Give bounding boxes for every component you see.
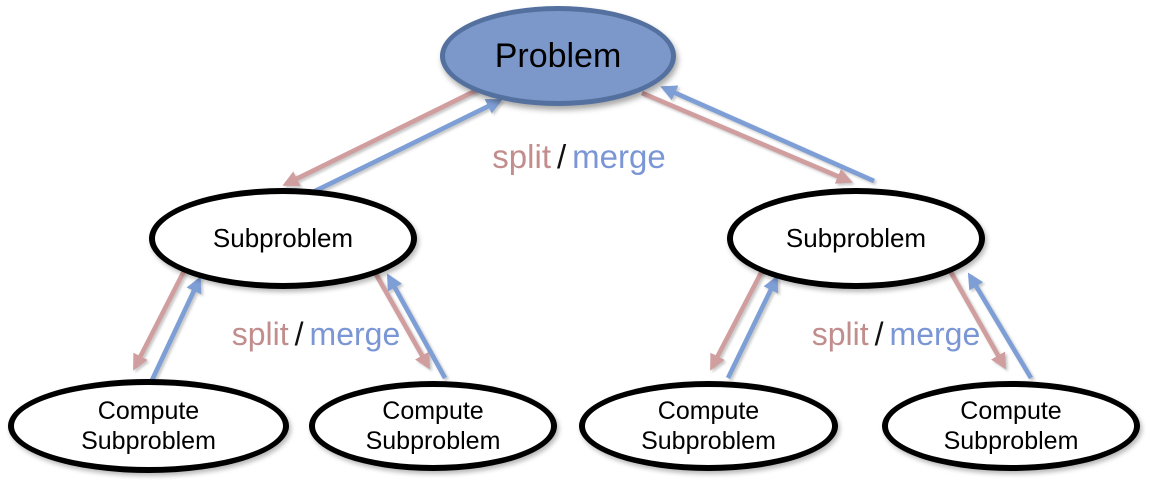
slash-label-text: / <box>874 316 884 352</box>
node-compute-subproblem-2-label: Compute Subproblem <box>366 396 501 457</box>
merge-arrow-compute-3-to-subproblem-right <box>725 275 779 380</box>
node-problem: Problem <box>440 6 676 106</box>
node-label-line1: Compute <box>97 396 200 425</box>
split-merge-label-top: split/merge <box>455 138 703 176</box>
node-subproblem-right-label: Subproblem <box>785 223 927 253</box>
node-label-line1: Compute <box>382 396 484 425</box>
node-subproblem-left: Subproblem <box>149 188 417 289</box>
node-compute-subproblem-3: Compute Subproblem <box>579 381 838 471</box>
node-label-line2: Subproblem <box>81 427 216 455</box>
node-compute-subproblem-1: Compute Subproblem <box>8 379 289 473</box>
merge-label-text: merge <box>572 138 666 175</box>
merge-label-text: merge <box>309 316 401 352</box>
split-arrow-subproblem-left-to-compute-1 <box>132 269 187 371</box>
merge-arrow-compute-1-to-subproblem-left <box>149 276 202 381</box>
node-subproblem-left-label: Subproblem <box>212 223 354 253</box>
node-label-line1: Compute <box>960 396 1062 425</box>
split-arrow-problem-to-subproblem-right <box>641 90 853 184</box>
merge-arrow-subproblem-right-to-problem <box>660 85 875 184</box>
node-label-line2: Subproblem <box>365 427 501 455</box>
merge-arrow-compute-4-to-subproblem-right <box>967 272 1033 380</box>
node-compute-subproblem-3-label: Compute Subproblem <box>641 396 776 457</box>
split-arrow-subproblem-right-to-compute-4 <box>946 267 1007 370</box>
split-merge-label-right: split/merge <box>763 316 1029 353</box>
node-subproblem-right: Subproblem <box>727 188 985 289</box>
split-merge-label-left: split/merge <box>183 316 449 353</box>
split-arrow-problem-to-subproblem-left <box>282 87 479 187</box>
node-label-line2: Subproblem <box>641 427 776 455</box>
split-label-text: split <box>492 138 551 175</box>
split-arrow-subproblem-right-to-compute-3 <box>709 267 766 371</box>
node-compute-subproblem-1-label: Compute Subproblem <box>81 396 216 457</box>
merge-label-text: merge <box>889 316 981 352</box>
node-label-line2: Subproblem <box>943 427 1079 455</box>
split-label-text: split <box>811 316 869 352</box>
slash-label-text: / <box>556 138 567 175</box>
merge-arrow-compute-2-to-subproblem-left <box>386 273 448 380</box>
node-compute-subproblem-4: Compute Subproblem <box>882 381 1140 471</box>
node-label-line1: Compute <box>657 396 760 425</box>
split-label-text: split <box>231 316 289 352</box>
node-compute-subproblem-4-label: Compute Subproblem <box>944 396 1079 457</box>
node-problem-label: Problem <box>494 36 622 75</box>
node-compute-subproblem-2: Compute Subproblem <box>309 381 557 471</box>
slash-label-text: / <box>294 316 304 352</box>
merge-arrow-subproblem-left-to-problem <box>309 98 503 196</box>
split-arrow-subproblem-left-to-compute-2 <box>370 267 431 370</box>
